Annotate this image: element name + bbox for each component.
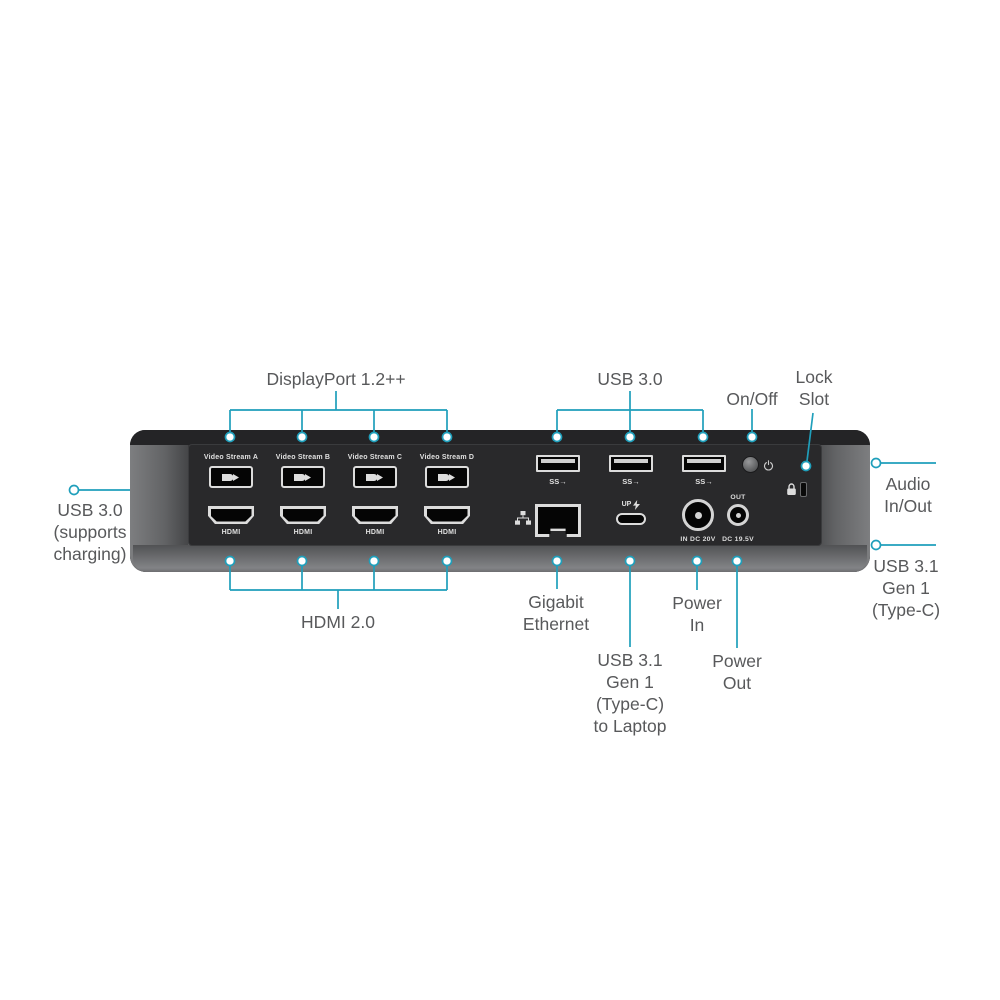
usbc-up-label: UP [613,500,649,510]
callout-usb31-right: USB 3.1 Gen 1 (Type-C) [856,555,956,621]
callout-text: (Type-C) [871,600,941,620]
video-stream-label: Video Stream C [347,454,403,461]
callout-lock-slot: Lock Slot [774,366,854,410]
ethernet-icon [515,511,531,530]
dc-out-jack [727,504,749,526]
displayport-logo-icon [222,473,239,481]
usb-tongue [687,459,721,463]
callout-text: In [689,615,705,635]
video-stream-group-b: Video Stream B HDMI [271,453,335,537]
hdmi-port [280,506,326,524]
displayport-logo-icon [366,473,383,481]
video-stream-label: Video Stream D [419,454,475,461]
video-stream-group-d: Video Stream D HDMI [415,453,479,537]
ss-usb-icon: SS→ [549,477,567,486]
video-stream-label: Video Stream A [203,454,259,461]
callout-dot [68,484,80,496]
dc-in-jack [682,499,714,531]
lightning-bolt-icon [633,500,641,510]
hdmi-port [208,506,254,524]
audio-callout-line [870,457,936,469]
ethernet-port [535,504,581,537]
docking-station-rear: Video Stream A HDMI Video Stream B HDMI … [130,430,870,572]
callout-text: USB 3.1 [597,650,663,670]
padlock-icon [787,483,796,495]
displayport-logo-icon [294,473,311,481]
video-stream-group-a: Video Stream A HDMI [199,453,263,537]
hdmi-port [352,506,398,524]
displayport-port [425,466,469,488]
callout-text: Lock [795,367,833,387]
hdmi-port [424,506,470,524]
displayport-port [281,466,325,488]
callout-usb30-left: USB 3.0 (supports charging) [38,499,142,565]
dock-bottom-band [133,545,867,572]
callout-text: DisplayPort 1.2++ [266,369,406,389]
video-stream-group-c: Video Stream C HDMI [343,453,407,537]
callout-ethernet: Gigabit Ethernet [496,591,616,635]
callout-text: Power [712,651,762,671]
callout-text: Audio [885,474,931,494]
callout-usbc-host: USB 3.1 Gen 1 (Type-C) to Laptop [570,649,690,737]
ss-usb-icon: SS→ [622,477,640,486]
callout-text: to Laptop [593,716,667,736]
callout-text: Ethernet [522,614,590,634]
dc-in-label: IN DC 20V [680,536,716,543]
callout-text: USB 3.1 [873,556,939,576]
callout-text: On/Off [726,389,778,409]
callout-text: charging) [53,544,127,564]
callout-text: (Type-C) [595,694,665,714]
hdmi-port-label: HDMI [365,529,385,536]
usb-a-port [536,455,580,472]
power-symbol-icon [764,460,773,471]
callout-text: In/Out [884,496,932,516]
callout-text: Out [722,673,752,693]
callout-dot [870,457,882,469]
dc-out-voltage-label: DC 19.5V [722,536,754,543]
usb31-right-callout-line [870,539,936,551]
callout-audio: Audio In/Out [858,473,958,517]
hdmi-port-label: HDMI [437,529,457,536]
callout-displayport: DisplayPort 1.2++ [236,368,436,390]
displayport-port [209,466,253,488]
callout-text: Power [672,593,722,613]
ss-usb-icon: SS→ [695,477,713,486]
lock-slot-opening [800,482,807,497]
callout-text: USB 3.0 [57,500,123,520]
callout-dot [870,539,882,551]
callout-usb30-top: USB 3.0 [570,368,690,390]
hdmi-port-label: HDMI [293,529,313,536]
usb30-left-callout-line [68,484,130,496]
callout-hdmi: HDMI 2.0 [258,611,418,633]
dc-out-label: OUT [730,494,746,501]
callout-power-out: Power Out [692,650,782,694]
callout-text: Gen 1 [882,578,930,598]
callout-text: Gen 1 [606,672,654,692]
usb-a-port [682,455,726,472]
video-stream-label: Video Stream B [275,454,331,461]
up-text: UP [621,501,632,508]
callout-text: Gigabit [528,592,584,612]
usb-tongue [541,459,575,463]
usb-a-port [609,455,653,472]
dock-rear-panel: Video Stream A HDMI Video Stream B HDMI … [188,444,822,546]
lock-slot [786,482,807,497]
callout-text: USB 3.0 [597,369,663,389]
callout-text: (supports [53,522,127,542]
power-button [742,456,759,473]
displayport-port [353,466,397,488]
usb-c-port [616,513,646,525]
callout-text: HDMI 2.0 [301,612,375,632]
displayport-logo-icon [438,473,455,481]
callout-on-off: On/Off [712,388,792,410]
usb-tongue [614,459,648,463]
hdmi-port-label: HDMI [221,529,241,536]
callout-power-in: Power In [652,592,742,636]
dock-top-rim [130,430,870,445]
callout-text: Slot [798,389,830,409]
